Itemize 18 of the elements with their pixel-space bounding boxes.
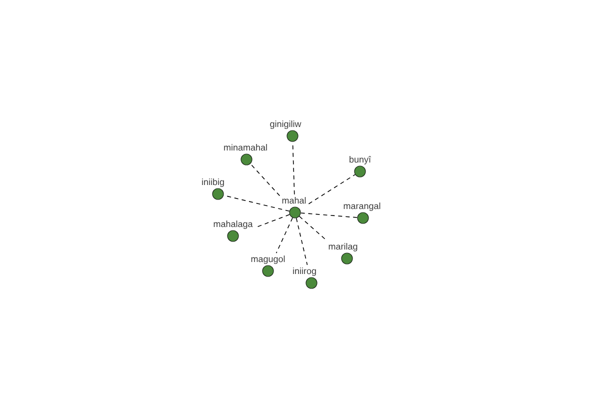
- node-label: bunyî: [350, 156, 372, 164]
- connector-line: [296, 218, 308, 266]
- node-label: minamahal: [224, 144, 267, 151]
- node-label: iniibig: [202, 178, 224, 187]
- connector-line: [298, 216, 328, 242]
- connector-line: [300, 212, 358, 218]
- connector-line: [276, 217, 293, 254]
- node-label: iniirog: [293, 268, 316, 276]
- node-label: ginigiliw: [270, 120, 302, 129]
- connector-line: [308, 174, 356, 204]
- node-label: marilag: [328, 243, 358, 252]
- connector-line: [223, 194, 290, 212]
- node-label: marangal: [344, 202, 380, 211]
- node-label: mahal: [282, 197, 306, 204]
- connector-line: [255, 214, 290, 228]
- node-label: magugol: [251, 256, 285, 264]
- connector-line: [250, 163, 280, 196]
- node-label: mahalaga: [214, 220, 253, 229]
